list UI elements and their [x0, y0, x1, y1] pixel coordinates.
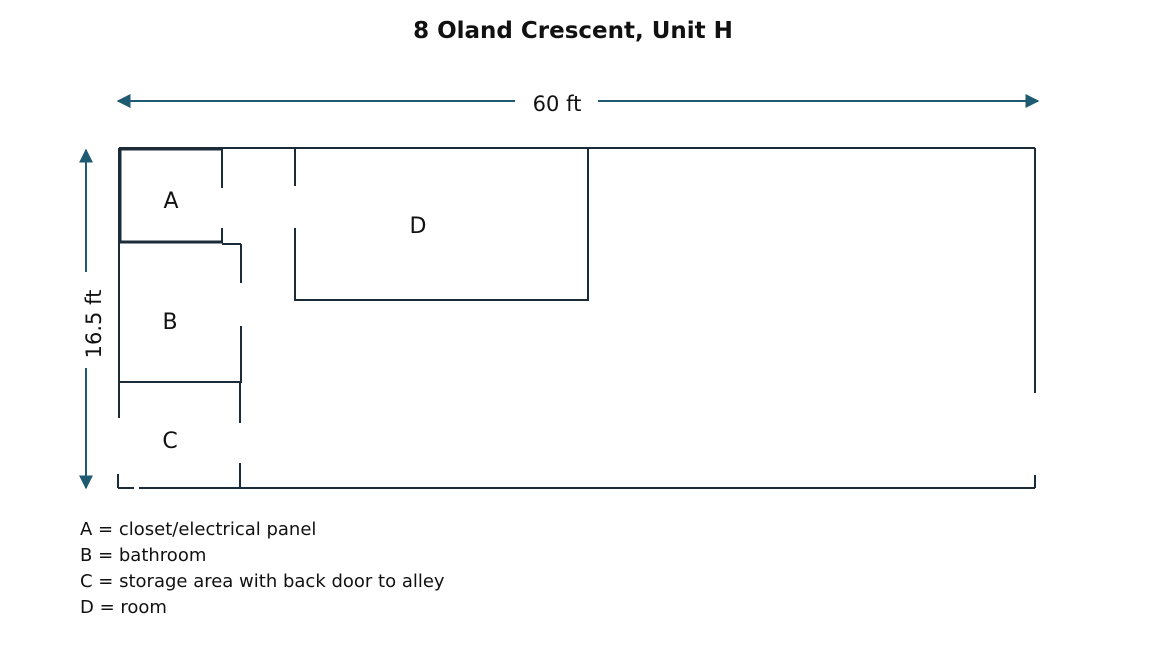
room-b — [119, 243, 242, 383]
height-dimension: 16.5 ft — [79, 148, 106, 490]
legend-item-c: C = storage area with back door to alley — [80, 571, 445, 592]
room-d-label: D — [410, 214, 427, 239]
plan-title: 8 Oland Crescent, Unit H — [413, 18, 733, 44]
room-b-label: B — [162, 310, 177, 335]
room-c-label: C — [162, 429, 177, 454]
room-c — [117, 382, 241, 489]
height-label: 16.5 ft — [82, 290, 106, 359]
legend-item-d: D = room — [80, 597, 167, 618]
legend-item-a: A = closet/electrical panel — [80, 519, 317, 540]
legend-item-b: B = bathroom — [80, 545, 207, 566]
outer-walls — [118, 147, 1036, 489]
room-a — [118, 147, 223, 244]
room-d — [294, 148, 589, 301]
width-dimension: 60 ft — [116, 92, 1040, 116]
width-label: 60 ft — [533, 92, 582, 116]
legend: A = closet/electrical panel B = bathroom… — [80, 517, 445, 621]
room-a-label: A — [163, 189, 178, 214]
